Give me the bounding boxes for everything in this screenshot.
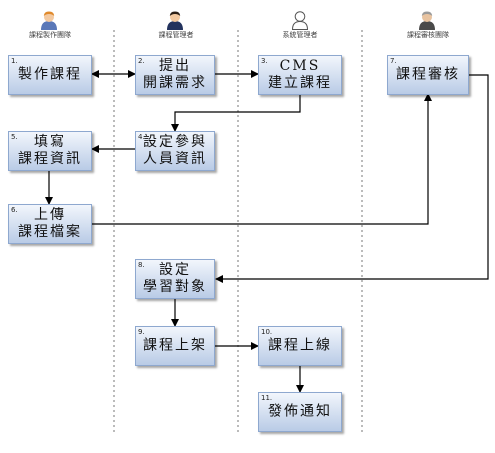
step-text: 課程資訊 — [18, 151, 82, 167]
step-8-set-audience[interactable]: 8. 設定學習對象 — [135, 259, 215, 299]
step-5-fill-course-info[interactable]: 5. 填寫課程資訊 — [8, 131, 92, 171]
step-10-course-online[interactable]: 10. 課程上線 — [258, 326, 342, 366]
step-text: 開課需求 — [143, 75, 207, 91]
step-text: CMS — [279, 58, 321, 74]
step-1-make-course[interactable]: 1. 製作課程 — [8, 55, 92, 95]
arrow-6-7 — [92, 93, 432, 225]
lane-label-course-manager: 課程管理者 — [158, 31, 194, 39]
person-outline-icon — [291, 11, 309, 30]
step-number: 10. — [261, 328, 273, 336]
person-navy-icon — [167, 11, 183, 30]
step-number: 4. — [138, 133, 145, 141]
lane-label-system-admin: 系統管理者 — [282, 31, 318, 39]
step-text: 建立課程 — [268, 75, 332, 91]
step-text: 學習對象 — [143, 279, 207, 295]
arrow-7-8 — [215, 74, 489, 283]
step-text: 製作課程 — [18, 66, 82, 83]
step-4-set-participants[interactable]: 4. 設定參與人員資訊 — [135, 131, 215, 171]
step-2-propose-course[interactable]: 2. 提出開課需求 — [135, 55, 215, 95]
person-gray-icon — [419, 11, 435, 30]
step-number: 9. — [138, 328, 145, 336]
step-text: 發佈通知 — [268, 403, 332, 420]
step-text: 設定 — [159, 262, 191, 278]
step-text: 課程上架 — [143, 337, 207, 354]
step-number: 8. — [138, 261, 145, 269]
step-7-course-review[interactable]: 7. 課程審核 — [387, 55, 469, 95]
step-text: 人員資訊 — [143, 151, 207, 167]
step-number: 2. — [138, 57, 145, 65]
step-number: 11. — [261, 394, 273, 402]
lane-label-review-team: 課程審核團隊 — [407, 31, 449, 39]
step-number: 5. — [11, 133, 18, 141]
step-text: 設定參與 — [143, 134, 207, 150]
step-text: 課程檔案 — [18, 224, 82, 240]
step-number: 1. — [11, 57, 18, 65]
step-number: 3. — [261, 57, 268, 65]
step-11-publish-notice[interactable]: 11. 發佈通知 — [258, 392, 342, 432]
person-orange-icon — [41, 11, 57, 30]
step-text: 填寫 — [34, 134, 66, 150]
step-6-upload-files[interactable]: 6. 上傳課程檔案 — [8, 204, 92, 244]
step-text: 課程審核 — [396, 66, 460, 83]
step-text: 提出 — [159, 58, 191, 74]
lane-label-production: 課程製作團隊 — [29, 31, 71, 39]
arrow-3-4 — [171, 94, 301, 132]
step-text: 課程上線 — [268, 337, 332, 354]
step-text: 上傳 — [34, 207, 66, 223]
step-number: 7. — [390, 57, 397, 65]
step-number: 6. — [11, 206, 18, 214]
step-9-course-listing[interactable]: 9. 課程上架 — [135, 326, 215, 366]
